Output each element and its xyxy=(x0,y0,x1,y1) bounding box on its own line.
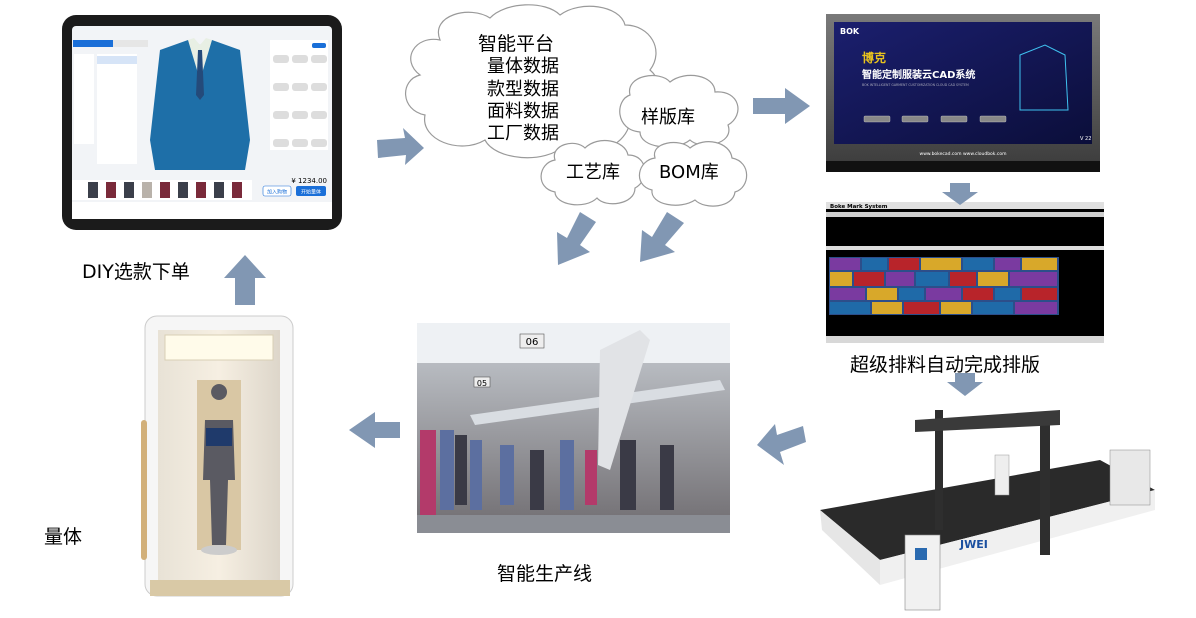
svg-text:BOK INTELLIGENT GARMENT CUSTOM: BOK INTELLIGENT GARMENT CUSTOMIZATION CL… xyxy=(862,83,969,87)
cloud-item-2: 款型数据 xyxy=(487,79,559,100)
marker-label: 超级排料自动完成排版 xyxy=(850,354,1041,376)
cloud-main-title: 智能平台 xyxy=(478,33,554,55)
cad-screen-image: BOK 博克 智能定制服装云CAD系统 BOK INTELLIGENT GARM… xyxy=(826,14,1100,172)
arrow-right-icon xyxy=(377,128,424,165)
marker-system-image: Boke Mark System xyxy=(826,202,1104,343)
platform-cloud xyxy=(405,4,748,207)
svg-text:Boke Mark System: Boke Mark System xyxy=(830,204,888,210)
tablet-price: ¥ 1234.00 xyxy=(291,177,327,185)
arrow-down-icon xyxy=(942,183,978,205)
svg-text:V 22: V 22 xyxy=(1080,136,1091,142)
arrow-down-left-icon xyxy=(640,212,684,262)
measure-label: 量体 xyxy=(44,526,83,548)
sign-06: 06 xyxy=(526,337,539,348)
add-cart-button xyxy=(262,185,292,197)
sample-library-label: 样版库 xyxy=(641,107,695,128)
production-line-label: 智能生产线 xyxy=(497,563,593,585)
bom-library-label: BOM库 xyxy=(659,162,719,183)
tablet-image: ¥ 1234.00 加入购物 开始量体 xyxy=(62,15,342,230)
start-measure-button xyxy=(296,186,326,196)
cloud-item-4: 工厂数据 xyxy=(487,123,559,144)
arrow-up-icon xyxy=(224,255,266,305)
arrow-down-icon xyxy=(947,373,983,396)
cloud-item-3: 面料数据 xyxy=(487,101,559,122)
svg-text:智能定制服装云CAD系统: 智能定制服装云CAD系统 xyxy=(862,68,975,81)
svg-text:www.bokecad.com www.cloudbok.: www.bokecad.com www.cloudbok.com xyxy=(920,151,1007,157)
cutting-machine-image: JWEI xyxy=(820,410,1155,611)
human-silhouette xyxy=(203,384,235,545)
sign-05: 05 xyxy=(477,379,487,388)
cloud-item-1: 量体数据 xyxy=(487,56,559,77)
arrow-right-icon xyxy=(753,88,810,124)
arrow-left-icon xyxy=(349,412,400,448)
production-line-image: 06 05 xyxy=(417,323,730,533)
svg-text:博克: 博克 xyxy=(862,50,886,65)
arrow-left-icon xyxy=(757,424,806,465)
jwei-logo: JWEI xyxy=(959,538,988,551)
arrow-down-left-icon xyxy=(557,212,596,265)
svg-text:加入购物: 加入购物 xyxy=(267,189,287,196)
process-library-label: 工艺库 xyxy=(566,162,620,183)
body-scanner-booth-image xyxy=(141,315,294,597)
suit-jacket xyxy=(150,40,250,170)
diy-order-label: DIY选款下单 xyxy=(82,261,190,283)
svg-text:开始量体: 开始量体 xyxy=(301,189,321,196)
svg-text:BOK: BOK xyxy=(840,27,860,36)
